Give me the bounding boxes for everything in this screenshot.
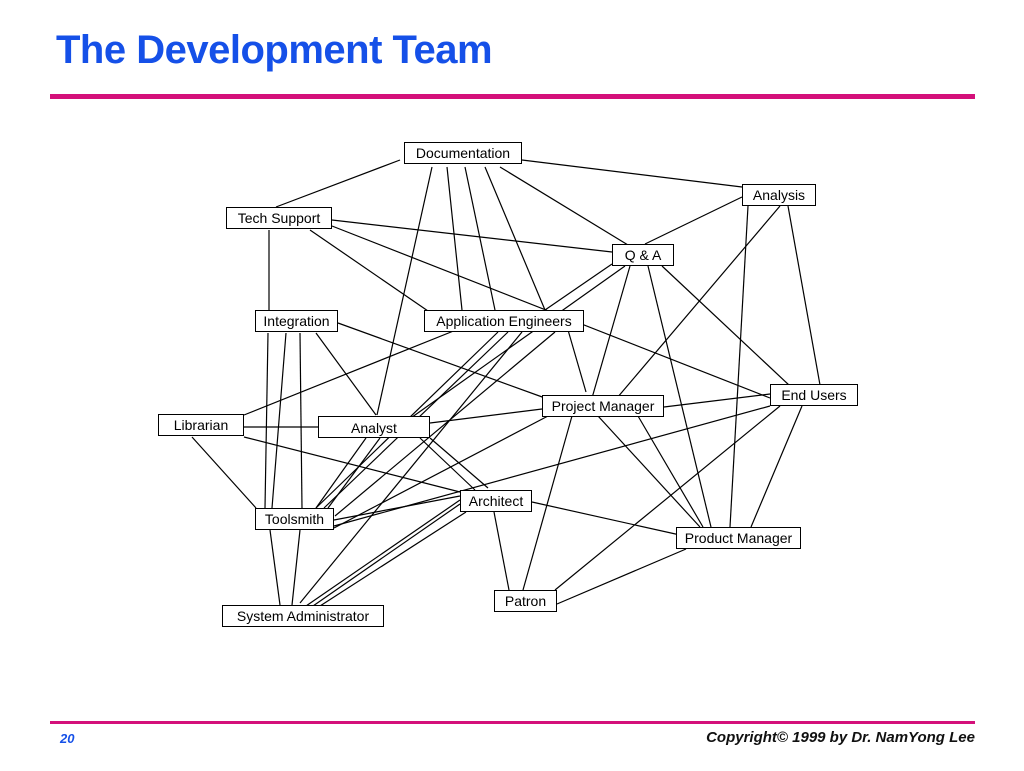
node-analysis: Analysis [742, 184, 816, 206]
node-end-users: End Users [770, 384, 858, 406]
copyright-notice: Copyright© 1999 by Dr. NamYong Lee [706, 729, 975, 746]
node-application-engineers: Application Engineers [424, 310, 584, 332]
node-tech-support: Tech Support [226, 207, 332, 229]
node-qa: Q & A [612, 244, 674, 266]
node-documentation: Documentation [404, 142, 522, 164]
node-patron: Patron [494, 590, 557, 612]
node-toolsmith: Toolsmith [255, 508, 334, 530]
node-product-manager: Product Manager [676, 527, 801, 549]
title-divider [50, 94, 975, 99]
node-architect: Architect [460, 490, 532, 512]
footer-divider [50, 721, 975, 724]
node-analyst: Analyst [318, 416, 430, 438]
node-system-administrator: System Administrator [222, 605, 384, 627]
page-number: 20 [60, 731, 75, 746]
node-integration: Integration [255, 310, 338, 332]
page-title: The Development Team [56, 28, 493, 72]
node-project-manager: Project Manager [542, 395, 664, 417]
node-librarian: Librarian [158, 414, 244, 436]
